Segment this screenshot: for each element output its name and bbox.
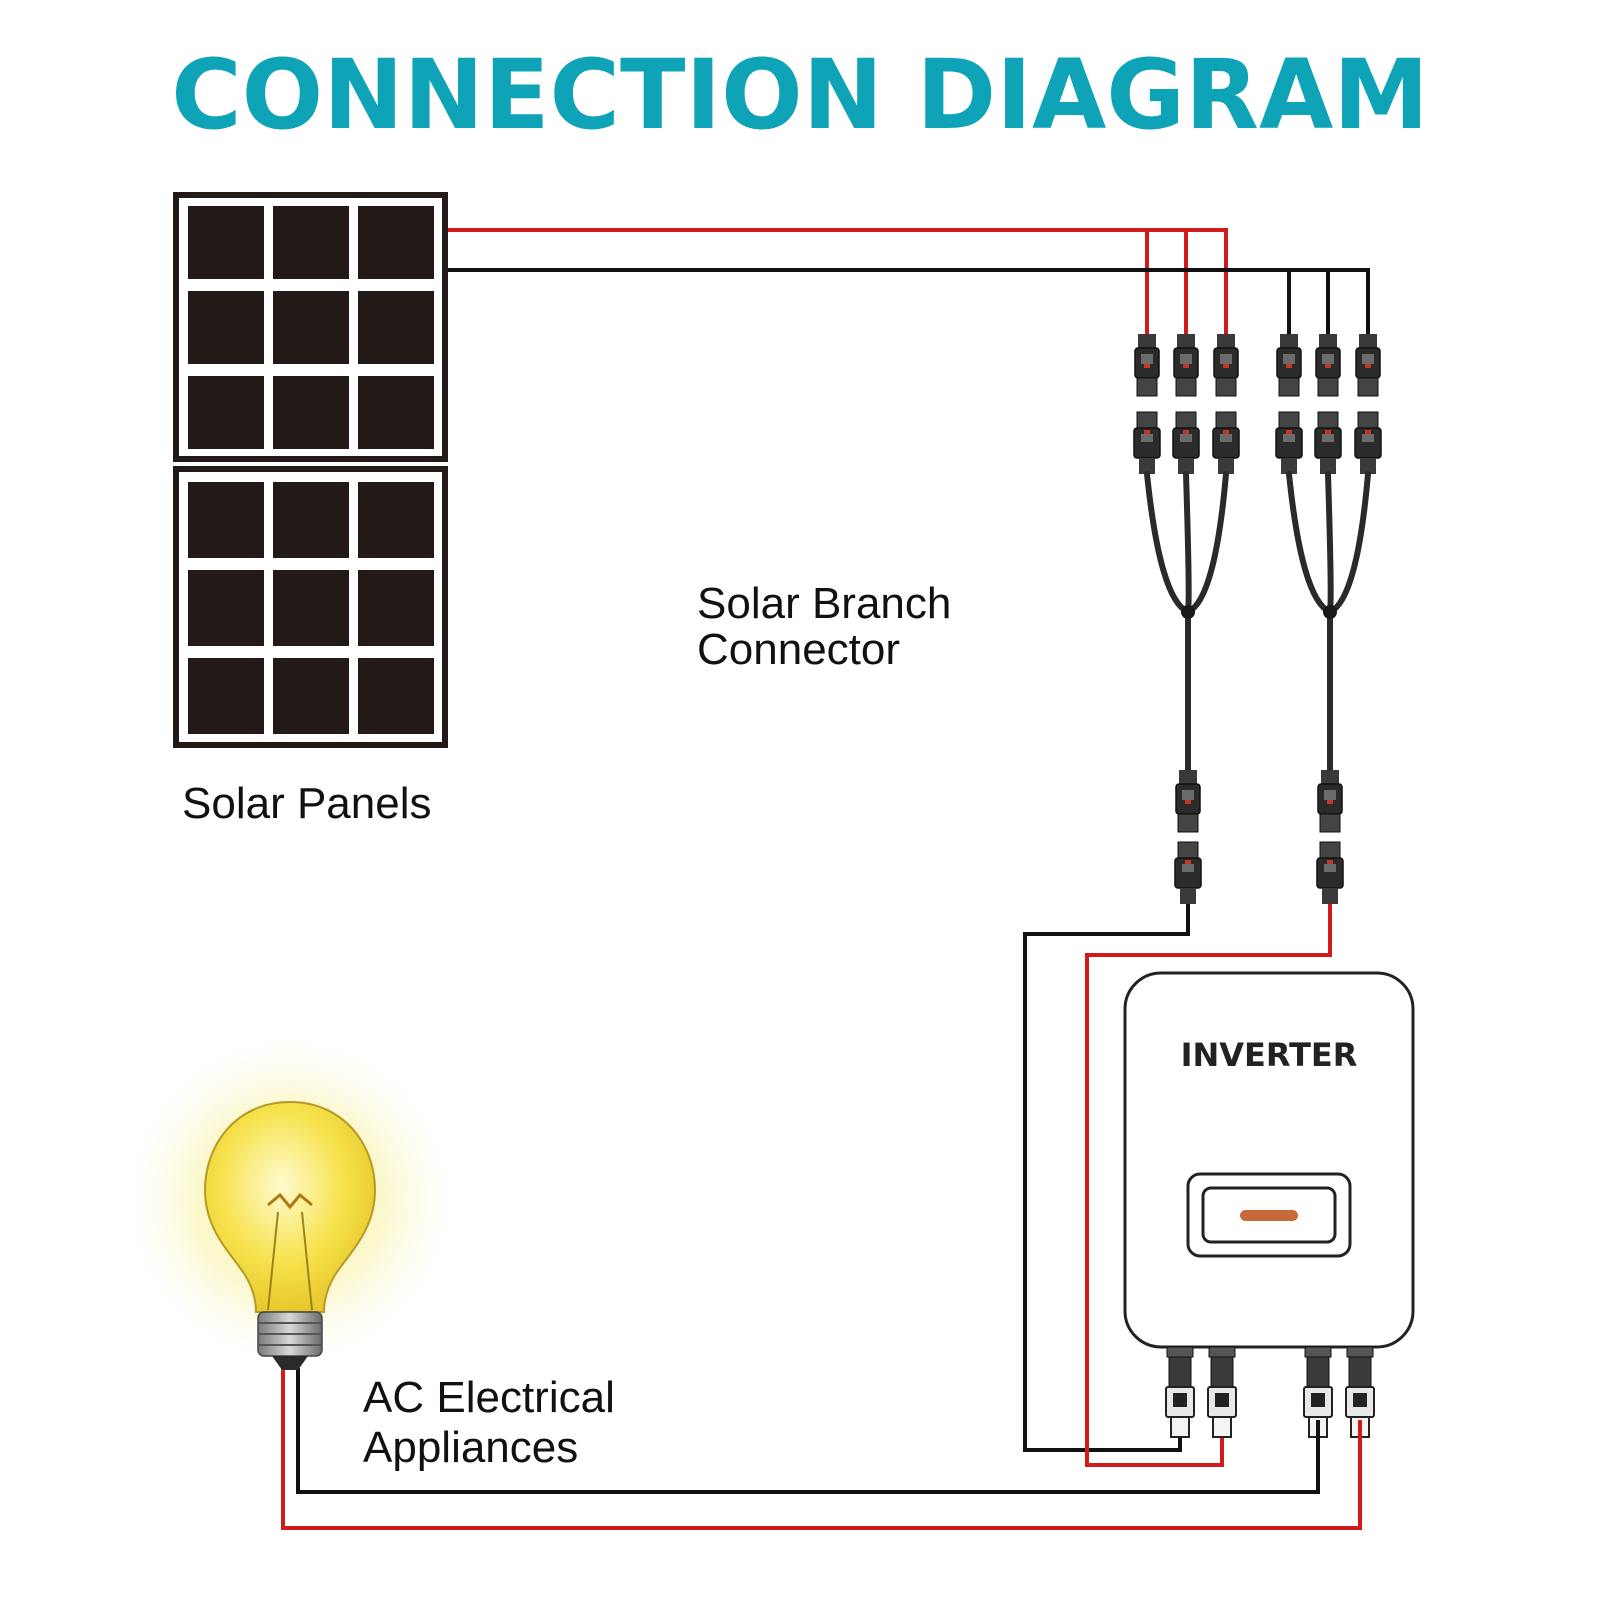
ac-appliances-label-line1: AC Electrical xyxy=(363,1373,615,1422)
branch-connector-label-line2: Connector xyxy=(697,625,900,674)
solar-panel-icon xyxy=(173,192,448,748)
light-bulb-icon xyxy=(115,1025,465,1375)
branch-connector-label-line1: Solar Branch xyxy=(697,579,951,628)
y-branch-connector-icon xyxy=(1144,471,1371,778)
mc4-connector-icon xyxy=(1133,333,1382,475)
solar-panels-label: Solar Panels xyxy=(182,779,431,828)
inverter-label: INVERTER xyxy=(1181,1036,1358,1074)
page-title: CONNECTION DIAGRAM xyxy=(171,39,1429,151)
ac-appliances-label-line2: Appliances xyxy=(363,1423,578,1472)
mc4-connector-icon-lower xyxy=(1174,769,1344,905)
inverter-icon xyxy=(1123,971,1415,1438)
